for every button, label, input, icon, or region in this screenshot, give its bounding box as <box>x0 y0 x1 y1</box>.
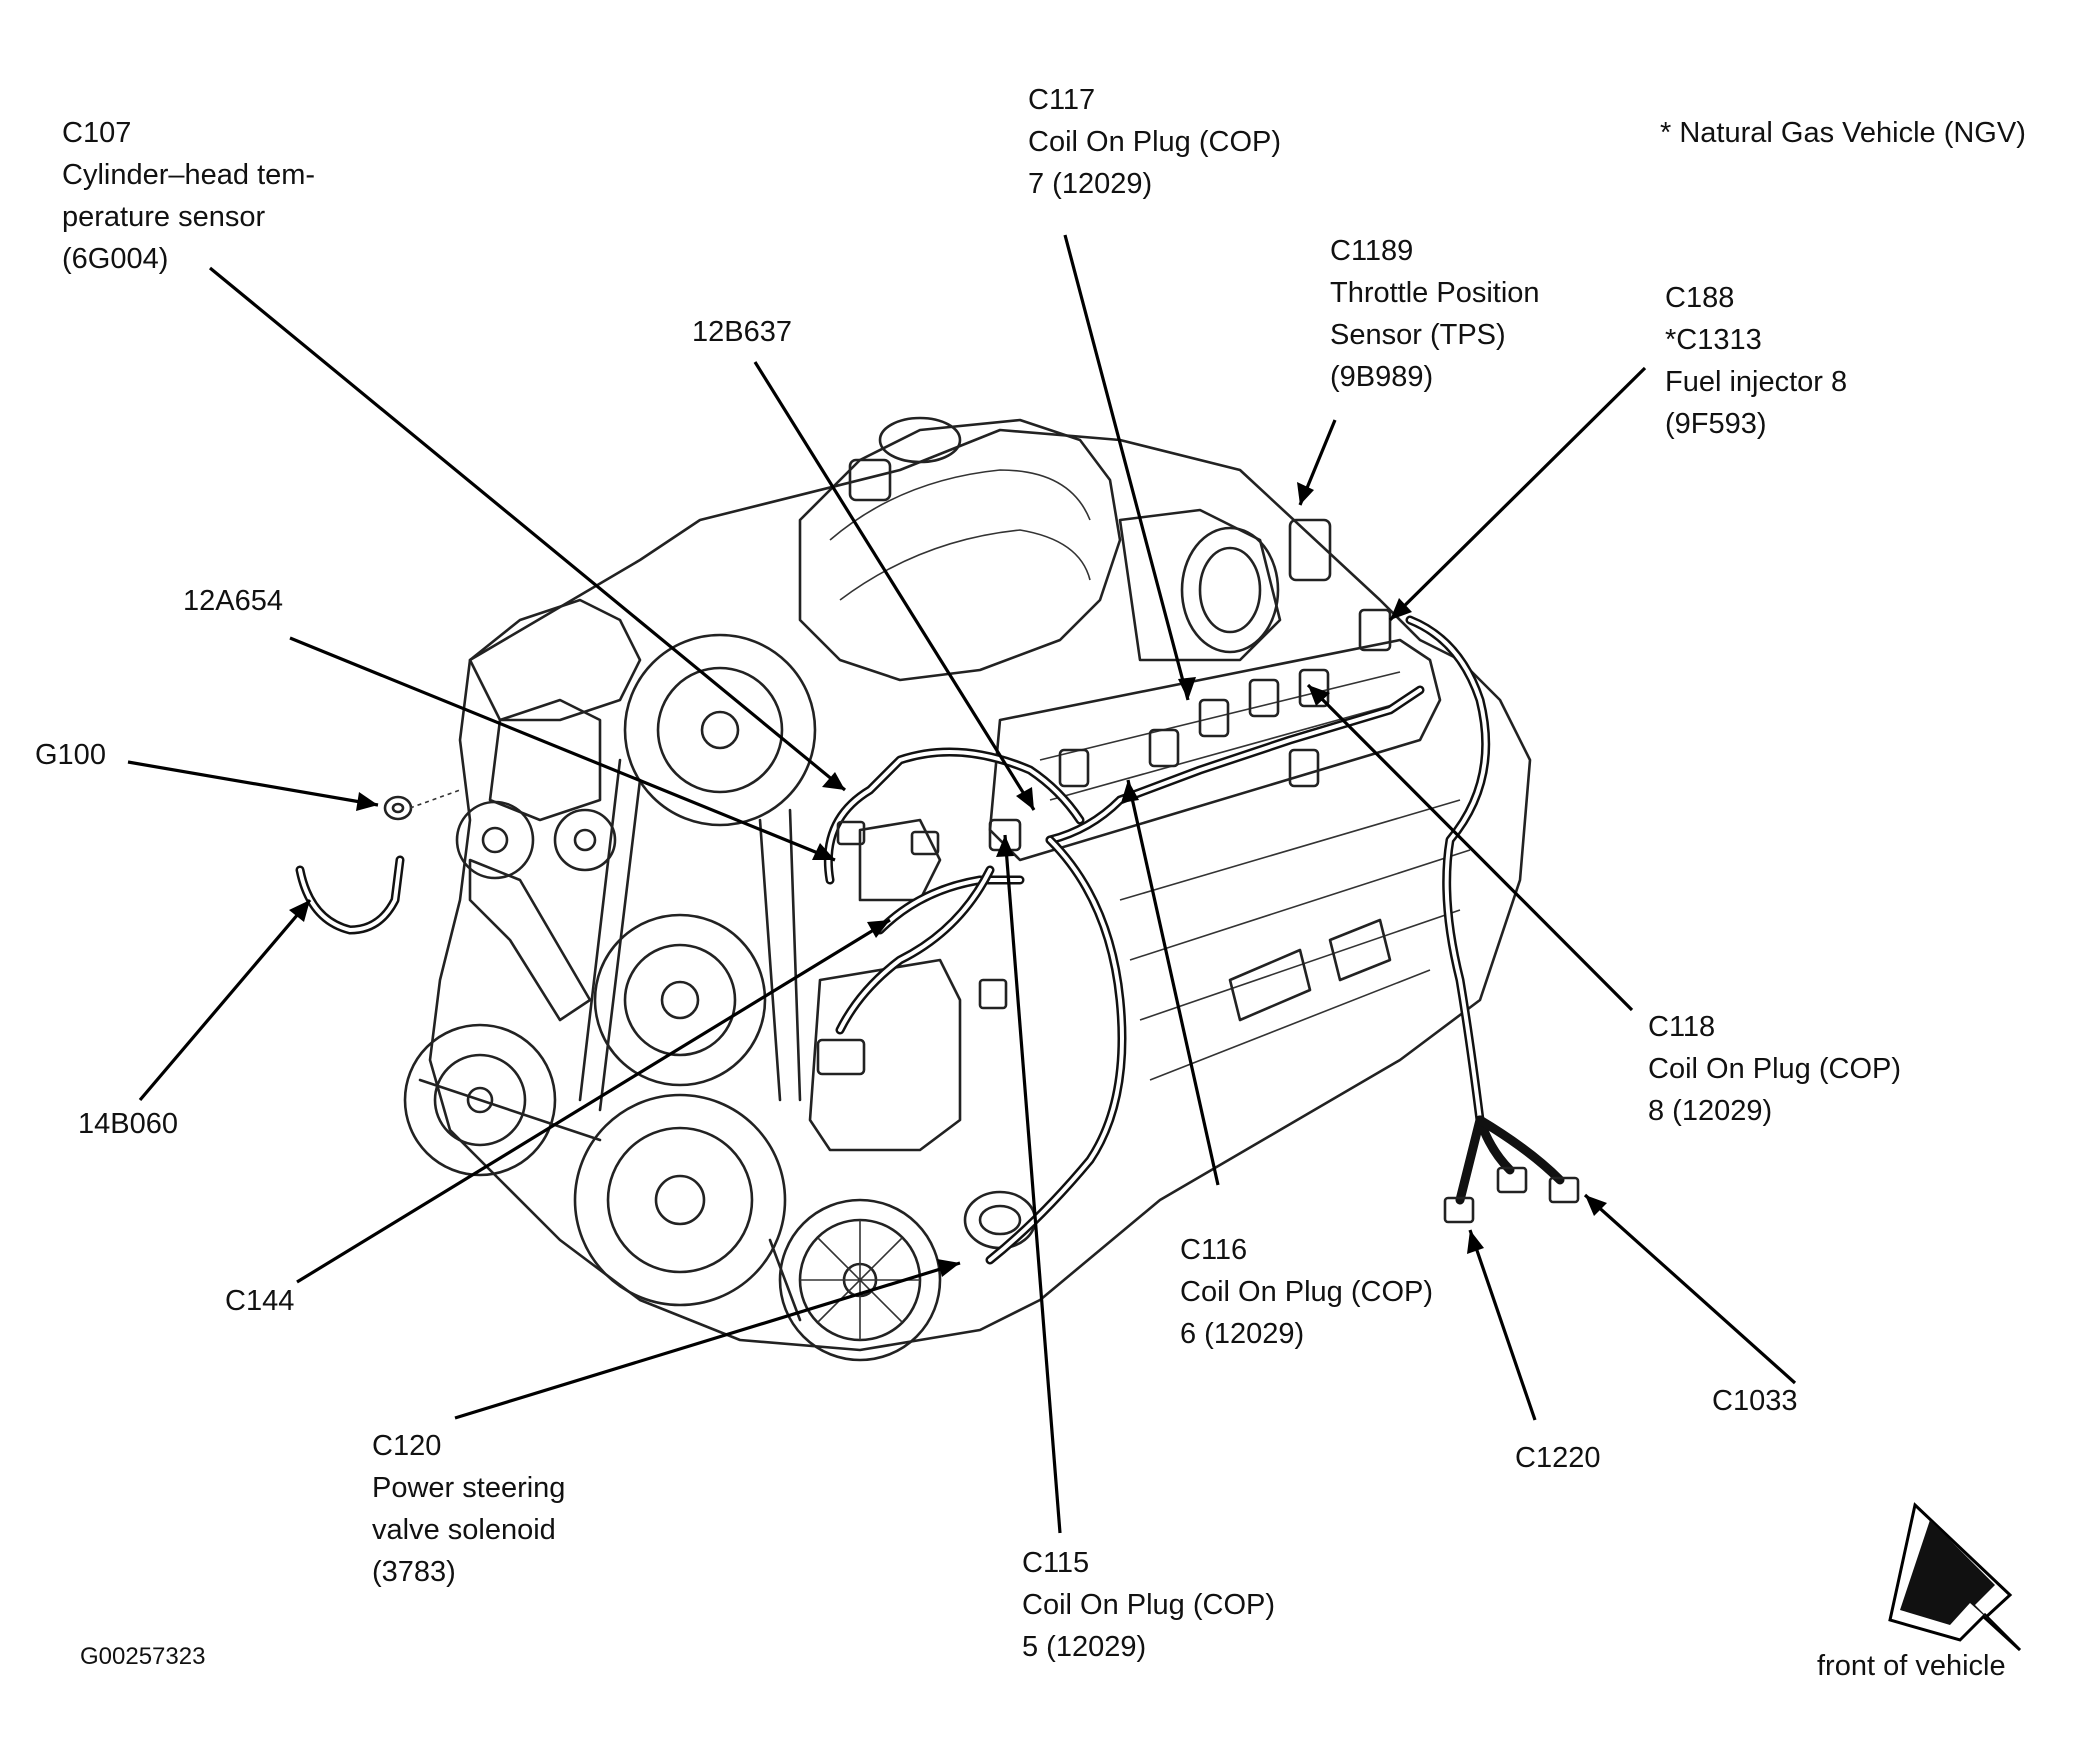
wiring-harness <box>295 518 1580 1265</box>
callout-c1033: C1033 <box>1712 1385 1798 1417</box>
front-of-vehicle-label: front of vehicle <box>1817 1650 2006 1682</box>
callout-c144: C144 <box>225 1285 295 1317</box>
accessory-drive <box>403 633 1037 1362</box>
callout-c1189: C1189 Throttle Position Sensor (TPS) (9B… <box>1330 235 1540 393</box>
callout-c1220: C1220 <box>1515 1442 1601 1474</box>
callout-c107: C107 Cylinder–head tem- perature sensor … <box>62 117 316 275</box>
callout-12b637: 12B637 <box>692 316 792 348</box>
ngv-note: * Natural Gas Vehicle (NGV) <box>1660 117 2026 149</box>
figure-id: G00257323 <box>80 1643 206 1670</box>
callout-14b060: 14B060 <box>78 1108 178 1140</box>
callout-12a654: 12A654 <box>183 585 283 617</box>
callout-c118: C118 Coil On Plug (COP) 8 (12029) <box>1648 1011 1902 1127</box>
callout-c116: C116 Coil On Plug (COP) 6 (12029) <box>1180 1234 1434 1350</box>
callout-g100: G100 <box>35 739 106 771</box>
callout-c120: C120 Power steering valve solenoid (3783… <box>372 1430 566 1588</box>
callout-c117: C117 Coil On Plug (COP) 7 (12029) <box>1028 84 1282 200</box>
front-of-vehicle-arrow-icon <box>1888 1502 2022 1652</box>
callout-c188: C188 *C1313 Fuel injector 8 (9F593) <box>1665 282 1848 440</box>
engine-block <box>428 416 1532 1352</box>
callout-c115: C115 Coil On Plug (COP) 5 (12029) <box>1022 1547 1276 1663</box>
leader-lines <box>127 234 1797 1534</box>
